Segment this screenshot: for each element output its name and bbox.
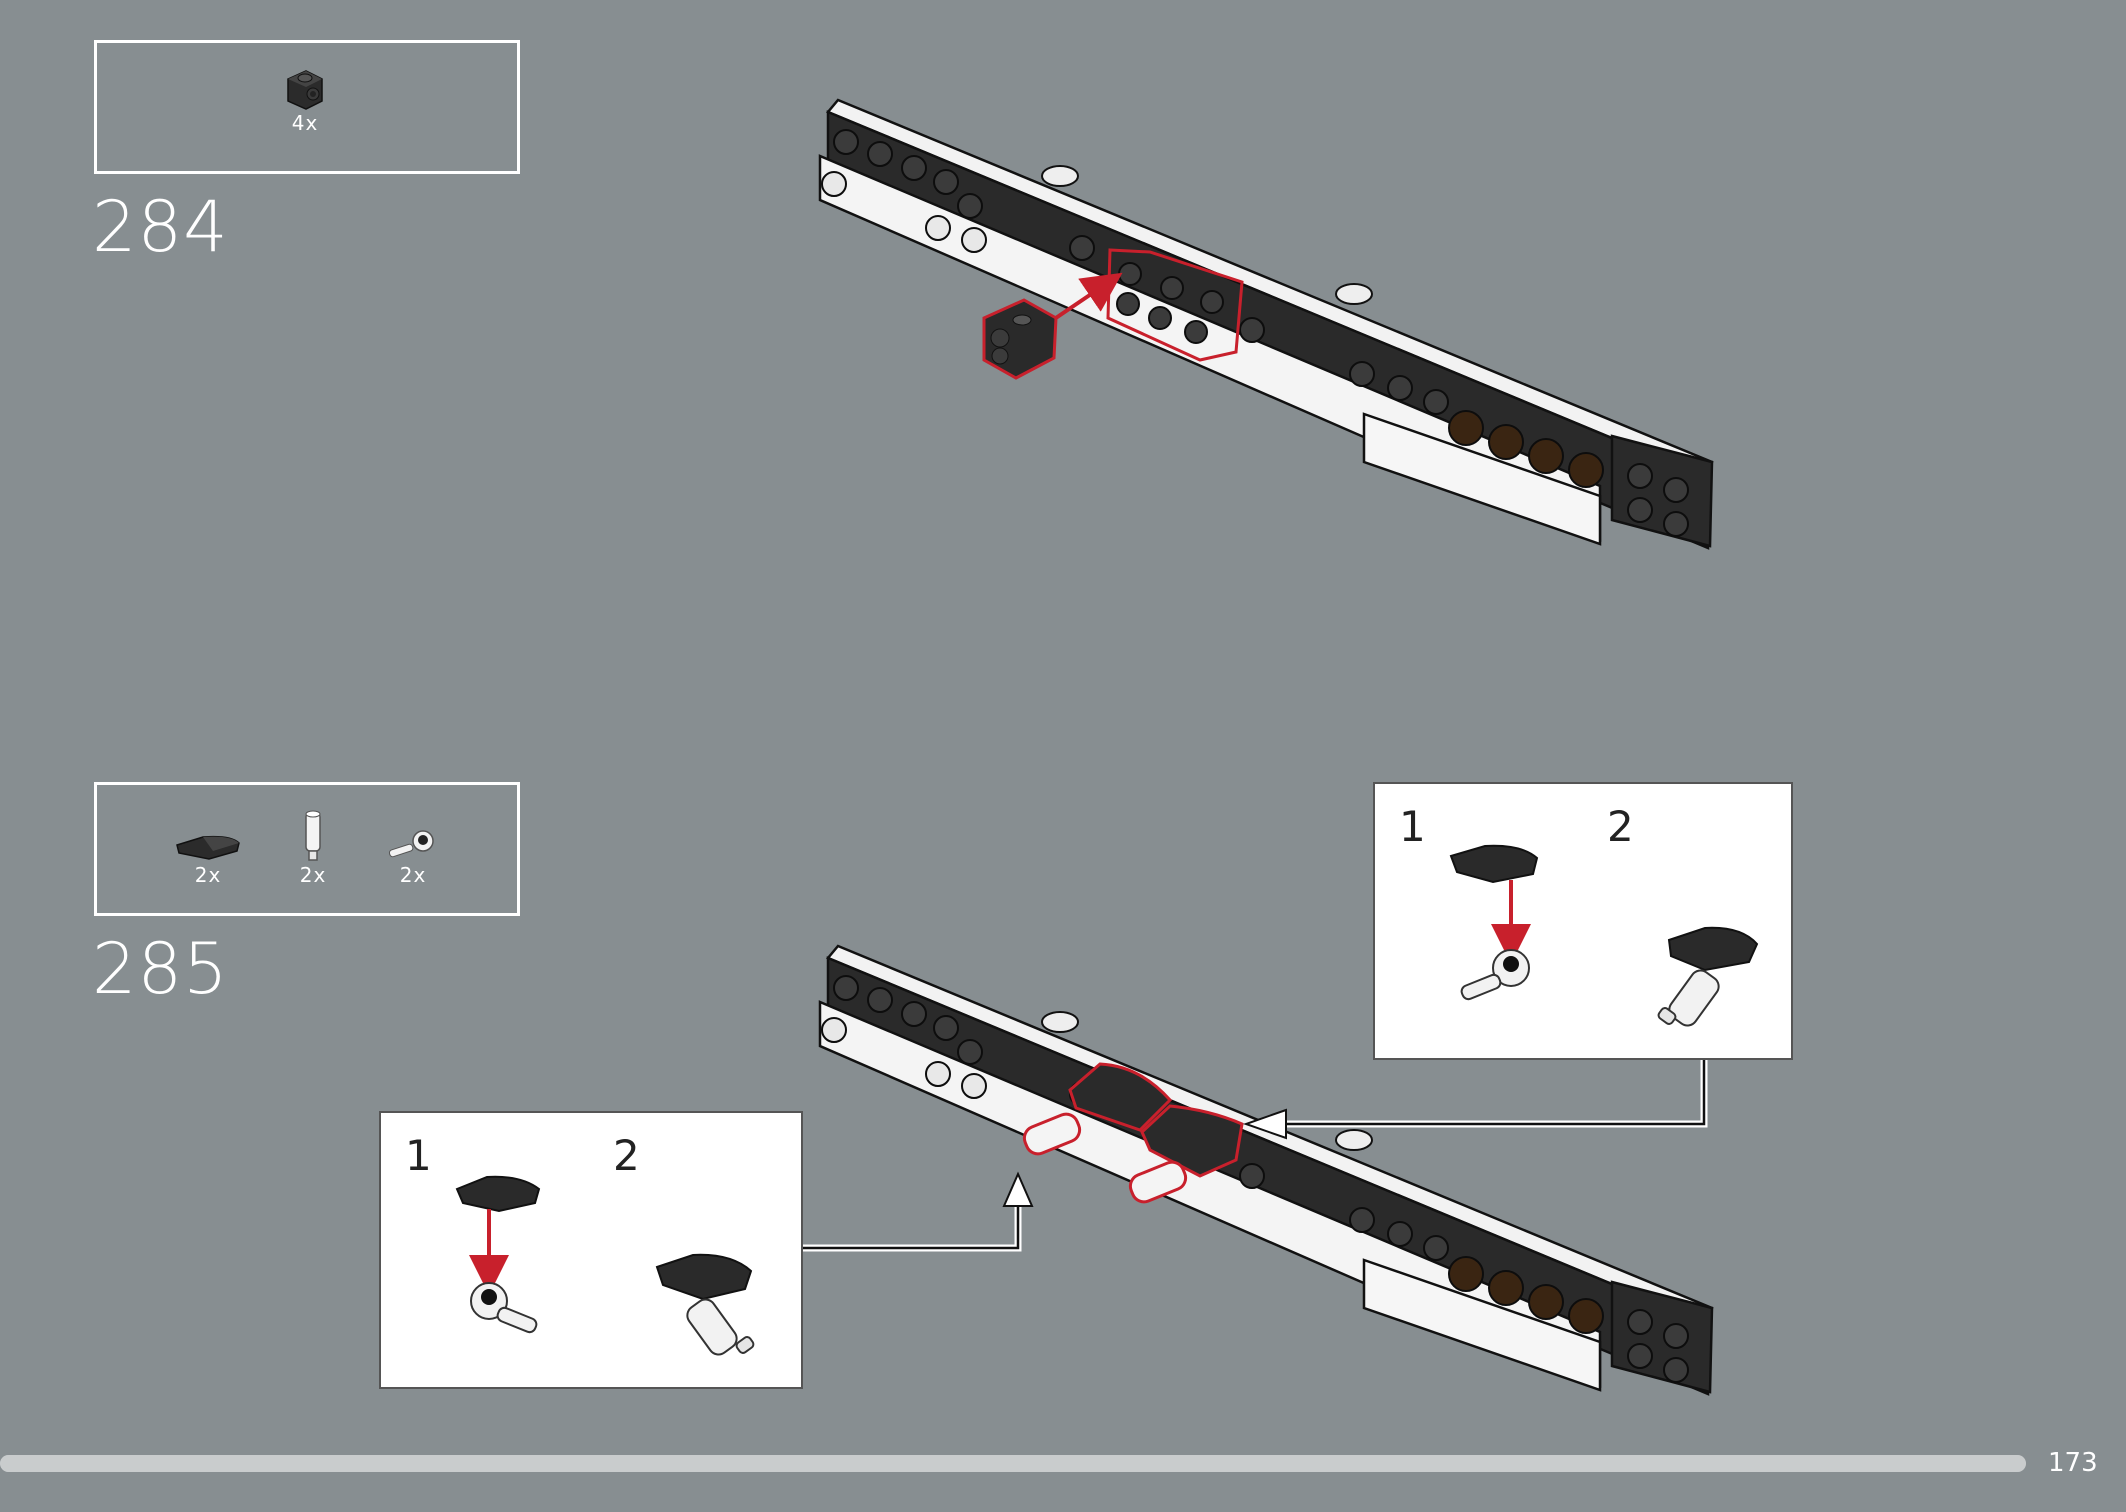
step-number-285: 285	[92, 928, 229, 1010]
step-285-part-3: 2x	[383, 829, 443, 887]
step-285-part-1: 2x	[163, 829, 253, 887]
highlighted-curved-slope-left	[1022, 1062, 1173, 1156]
substep-2-illustration	[655, 1253, 755, 1356]
black-brick-1x1-with-stud-side-icon	[287, 70, 323, 110]
step-284-part-1: 4x	[275, 65, 335, 135]
step-284-beam-assembly	[818, 98, 1714, 550]
part-quantity: 4x	[291, 111, 319, 135]
white-bar-holder-icon	[305, 810, 321, 861]
substep-2-illustration	[1657, 926, 1759, 1027]
highlighted-curved-slope-right	[1128, 1104, 1244, 1204]
page-number: 173	[2048, 1448, 2098, 1478]
substep-number-1: 1	[1399, 802, 1426, 851]
step-number-284: 284	[92, 186, 229, 268]
subassembly-callout-right: 1 2	[1373, 782, 1793, 1060]
substep-1-illustration	[1449, 844, 1539, 1001]
red-outlined-brick	[982, 298, 1058, 380]
progress-bar	[0, 1455, 2026, 1472]
black-curved-slope-icon	[176, 835, 240, 860]
substep-number-1: 1	[405, 1131, 432, 1180]
part-quantity: 2x	[399, 863, 427, 887]
substep-number-2: 2	[613, 1131, 640, 1180]
substep-number-2: 2	[1607, 802, 1634, 851]
step-285-parts-box: 2x 2x 2x	[94, 782, 520, 916]
subassembly-callout-left: 1 2	[379, 1111, 803, 1389]
step-285-beam-assembly	[802, 944, 1714, 1396]
progress-bar-fill	[0, 1455, 2026, 1472]
step-285-part-2: 2x	[293, 807, 333, 887]
clip-with-bar-icon	[388, 830, 434, 858]
part-quantity: 2x	[299, 863, 327, 887]
substep-1-illustration	[455, 1175, 541, 1334]
step-284-parts-box: 4x	[94, 40, 520, 174]
part-quantity: 2x	[194, 863, 222, 887]
